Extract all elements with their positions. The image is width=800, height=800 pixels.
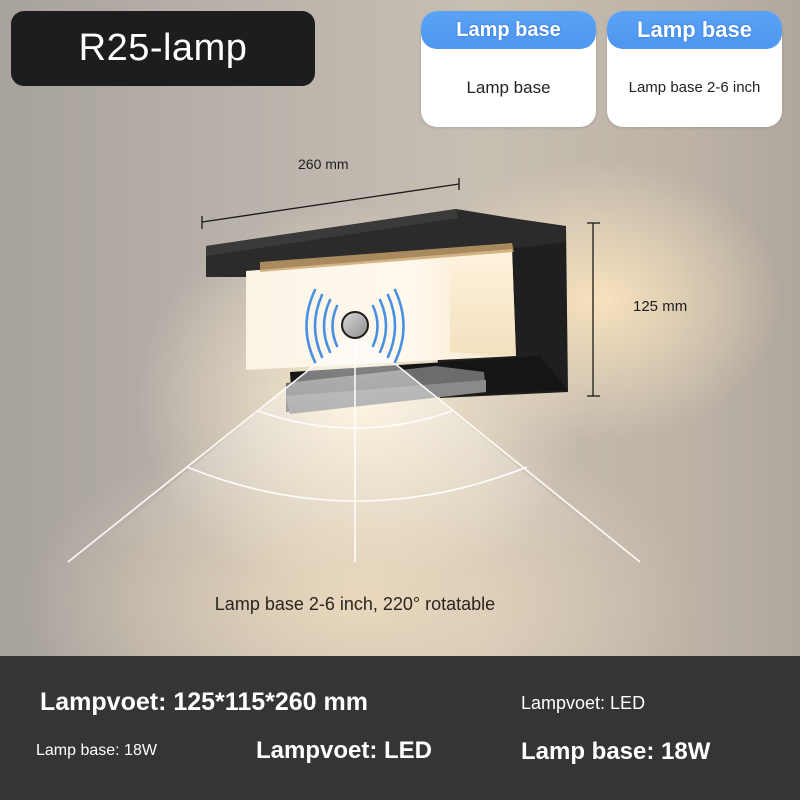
width-dimension-line	[201, 178, 460, 229]
width-label: 260 mm	[298, 156, 349, 172]
rotation-caption: Lamp base 2-6 inch, 220° rotatable	[214, 594, 496, 614]
spec-power-small: Lamp base: 18W	[36, 742, 157, 759]
spec-power-large: Lamp base: 18W	[521, 738, 711, 765]
product-title: R25-lamp	[78, 27, 248, 69]
height-dimension-line	[587, 222, 600, 397]
option-card-lamp-base[interactable]: Lamp base Lamp base	[421, 11, 596, 127]
sensor-wave-icon	[305, 288, 405, 364]
motion-sensor-icon	[341, 311, 369, 339]
spec-footer: Lampvoet: 125*115*260 mm Lampvoet: LED L…	[0, 656, 800, 800]
option-card-body: Lamp base	[466, 78, 551, 97]
option-card-body: Lamp base 2-6 inch	[628, 79, 761, 96]
option-card-lamp-base-2-6-inch[interactable]: Lamp base Lamp base 2-6 inch	[607, 11, 782, 127]
height-label: 125 mm	[633, 298, 688, 315]
spec-type-large: Lampvoet: LED	[256, 737, 433, 764]
spec-dimensions: Lampvoet: 125*115*260 mm	[40, 688, 368, 716]
option-card-header: Lamp base	[607, 11, 782, 49]
lamp-illustration	[67, 178, 641, 570]
spec-type-small: Lampvoet: LED	[521, 693, 646, 713]
option-card-header: Lamp base	[421, 11, 596, 49]
product-title-badge: R25-lamp	[11, 11, 315, 86]
